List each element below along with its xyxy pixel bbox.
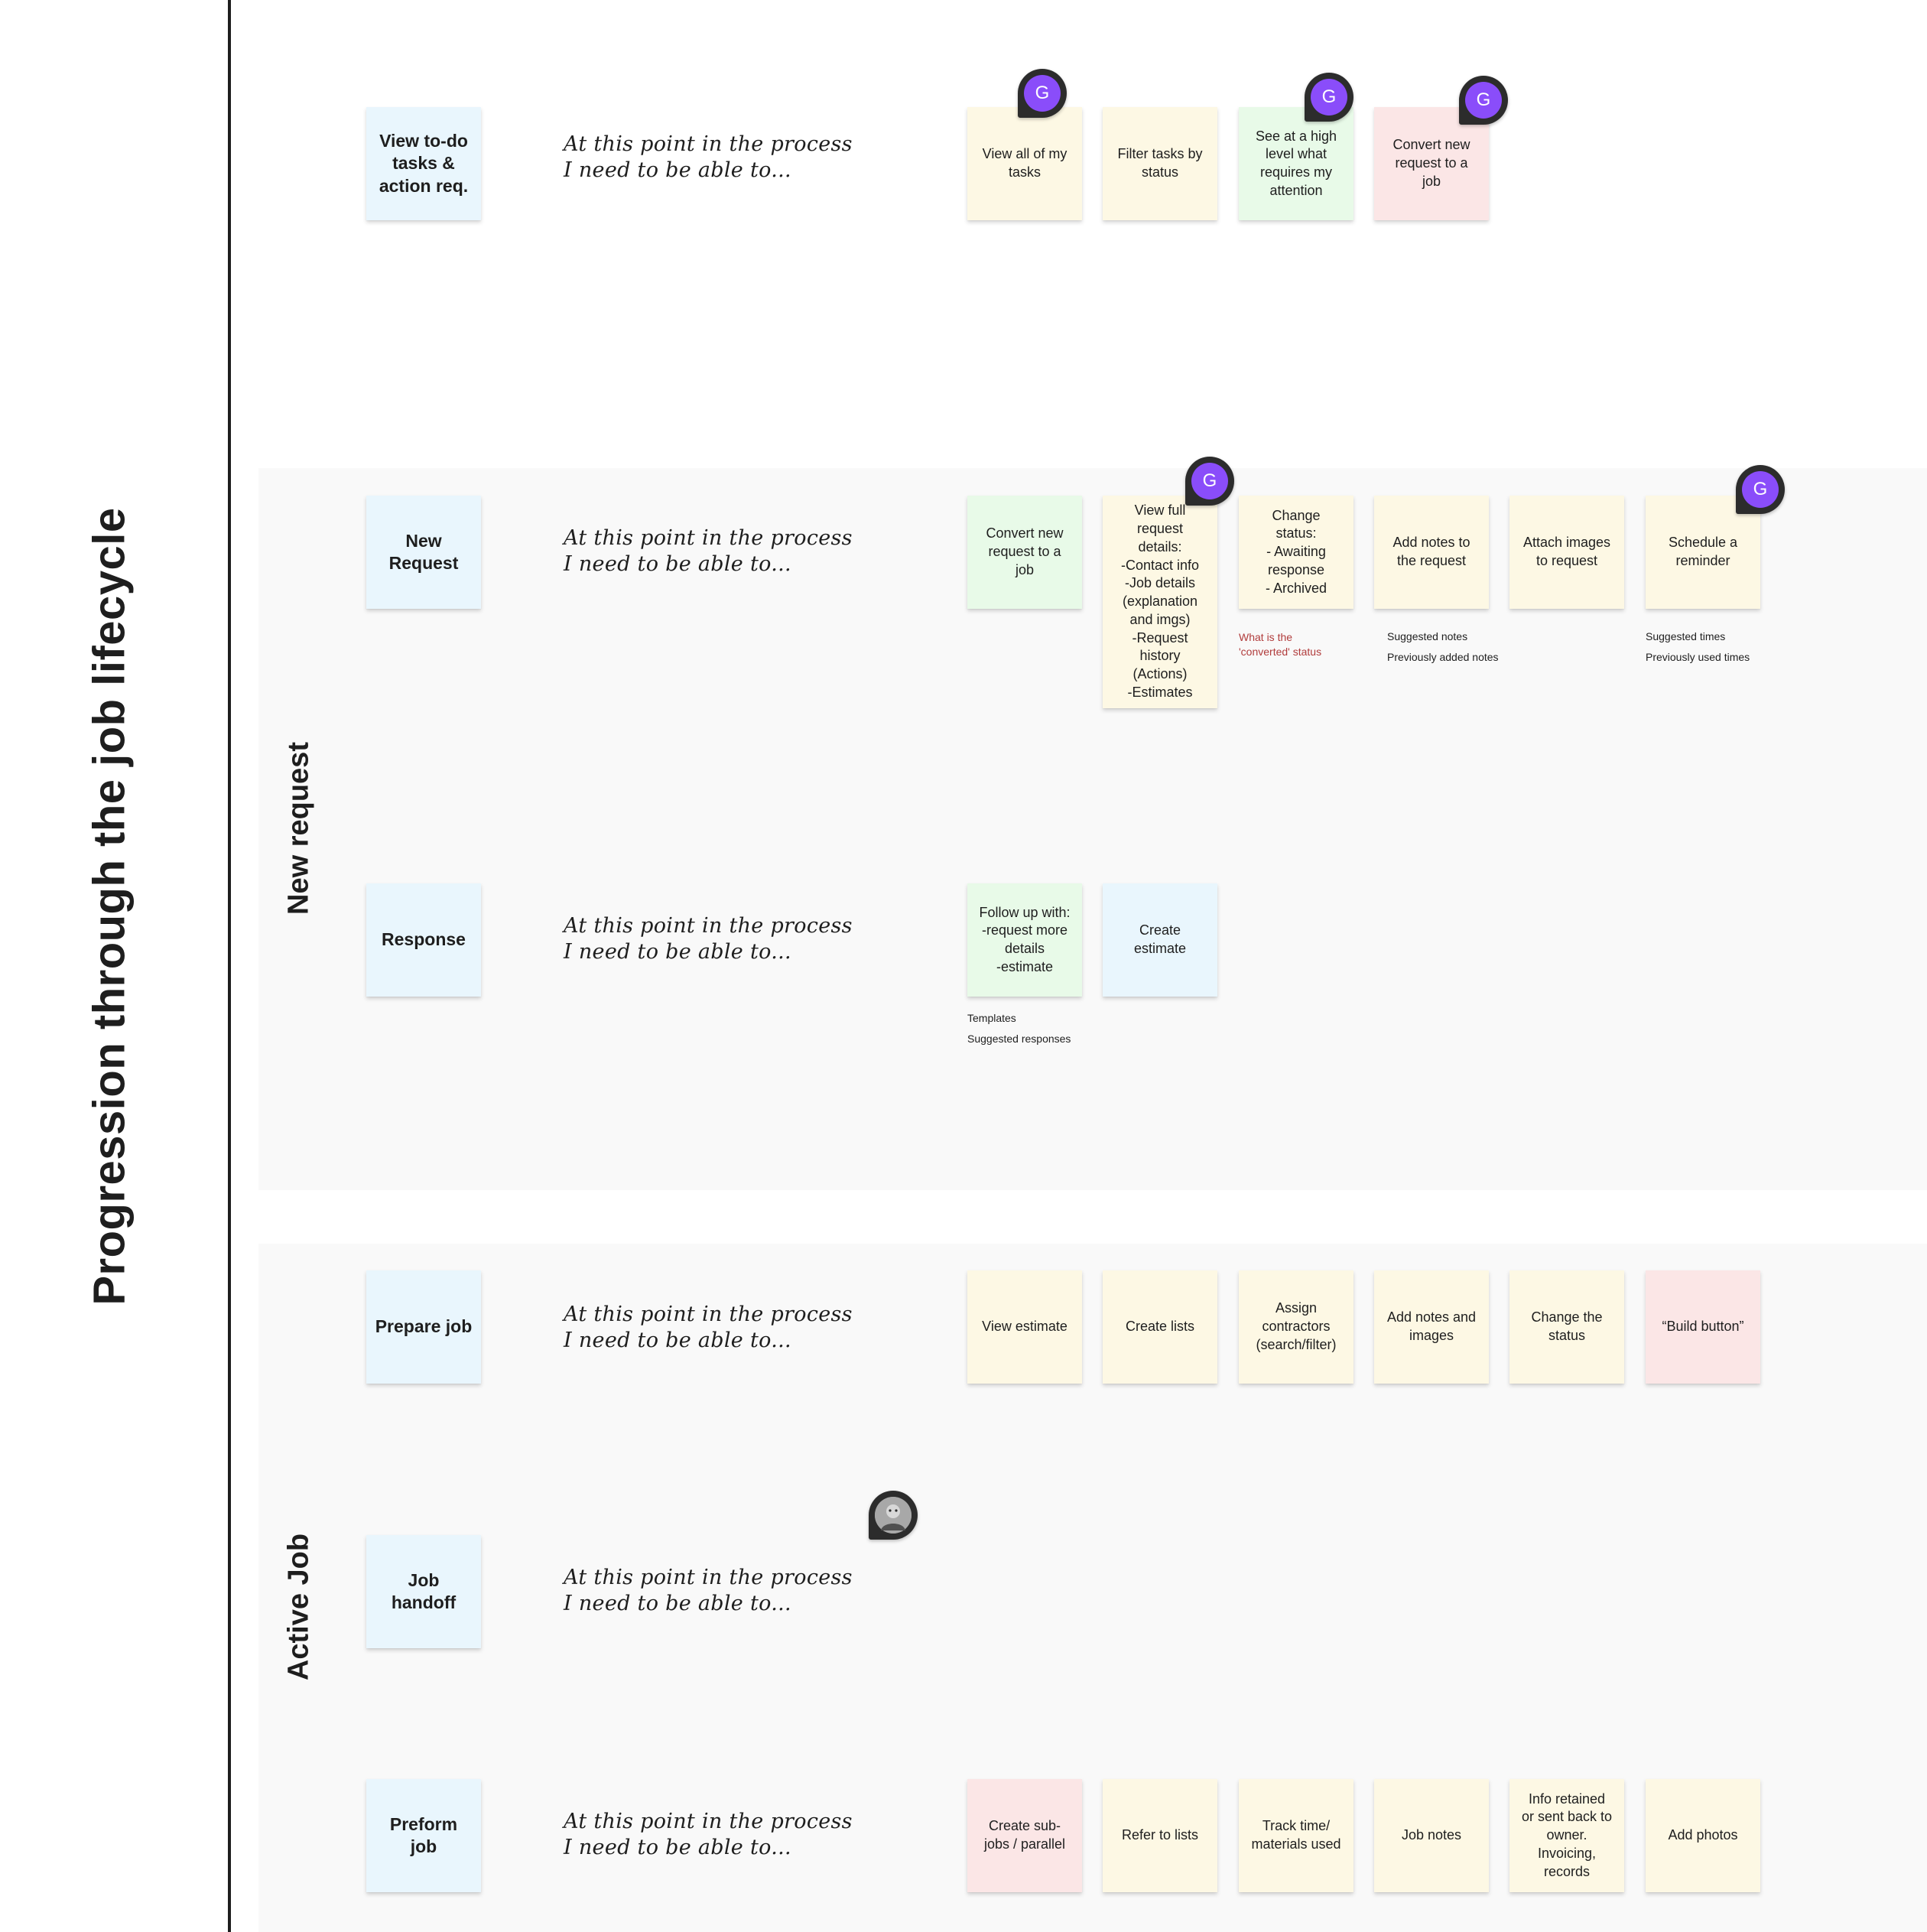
- prompt-text: At this point in the process I need to b…: [564, 1809, 853, 1861]
- sticky-note[interactable]: Change the status: [1509, 1270, 1624, 1384]
- sticky-note[interactable]: Create lists: [1103, 1270, 1217, 1384]
- section-title-new-request: New request: [283, 742, 316, 915]
- comment-pin[interactable]: G: [1736, 465, 1785, 514]
- divider-line: [228, 0, 231, 1932]
- sticky-note[interactable]: Change status: - Awaiting response - Arc…: [1239, 496, 1353, 609]
- avatar: G: [1742, 471, 1779, 508]
- stage-sticky-job-handoff[interactable]: Job handoff: [366, 1535, 481, 1648]
- prompt-text: At this point in the process I need to b…: [564, 913, 853, 965]
- stage-sticky-preform-job[interactable]: Preform job: [366, 1779, 481, 1892]
- avatar: G: [1465, 82, 1502, 119]
- prompt-text: At this point in the process I need to b…: [564, 132, 853, 184]
- comment-pin[interactable]: G: [1185, 457, 1234, 506]
- sticky-note[interactable]: Info retained or sent back to owner. Inv…: [1509, 1779, 1624, 1892]
- sticky-note[interactable]: Create sub- jobs / parallel: [967, 1779, 1082, 1892]
- user-photo-icon: [875, 1497, 912, 1534]
- sticky-note[interactable]: Add photos: [1646, 1779, 1760, 1892]
- sticky-note[interactable]: Track time/ materials used: [1239, 1779, 1353, 1892]
- prompt-text: At this point in the process I need to b…: [564, 1302, 853, 1354]
- avatar: G: [1311, 79, 1347, 115]
- avatar: G: [1024, 75, 1061, 112]
- avatar: [875, 1497, 912, 1534]
- sticky-note[interactable]: View estimate: [967, 1270, 1082, 1384]
- sticky-note[interactable]: Add notes to the request: [1374, 496, 1489, 609]
- prompt-text: At this point in the process I need to b…: [564, 525, 853, 577]
- sticky-note[interactable]: Add notes and images: [1374, 1270, 1489, 1384]
- stage-sticky-new-request[interactable]: New Request: [366, 496, 481, 609]
- sticky-note[interactable]: Assign contractors (search/filter): [1239, 1270, 1353, 1384]
- sticky-note[interactable]: Filter tasks by status: [1103, 107, 1217, 220]
- stage-sticky-response[interactable]: Response: [366, 883, 481, 997]
- comment-pin[interactable]: G: [1459, 76, 1508, 125]
- section-title-active-job: Active Job: [283, 1534, 316, 1680]
- comment-pin[interactable]: G: [1018, 69, 1067, 118]
- sticky-note[interactable]: Refer to lists: [1103, 1779, 1217, 1892]
- stage-sticky-view-to-do[interactable]: View to-do tasks & action req.: [366, 107, 481, 220]
- sticky-note[interactable]: View all of my tasks: [967, 107, 1082, 220]
- sticky-note[interactable]: View full request details: -Contact info…: [1103, 496, 1217, 708]
- sticky-note[interactable]: See at a high level what requires my att…: [1239, 107, 1353, 220]
- prompt-text: At this point in the process I need to b…: [564, 1565, 853, 1617]
- comment-pin[interactable]: [869, 1491, 918, 1540]
- annotation-note: What is the 'converted' status: [1239, 630, 1321, 659]
- annotation-note: Templates Suggested responses: [967, 1008, 1071, 1049]
- sticky-note[interactable]: Create estimate: [1103, 883, 1217, 997]
- sticky-note[interactable]: Job notes: [1374, 1779, 1489, 1892]
- sticky-note[interactable]: Attach images to request: [1509, 496, 1624, 609]
- sticky-note[interactable]: “Build button”: [1646, 1270, 1760, 1384]
- avatar: G: [1191, 463, 1228, 499]
- stage-sticky-prepare-job[interactable]: Prepare job: [366, 1270, 481, 1384]
- comment-pin[interactable]: G: [1305, 73, 1353, 122]
- sticky-note[interactable]: Convert new request to a job: [967, 496, 1082, 609]
- annotation-note: Suggested notes Previously added notes: [1387, 626, 1499, 667]
- board-title: Progression through the job lifecycle: [84, 507, 135, 1305]
- annotation-note: Suggested times Previously used times: [1646, 626, 1750, 667]
- sticky-note[interactable]: Follow up with: -request more details -e…: [967, 883, 1082, 997]
